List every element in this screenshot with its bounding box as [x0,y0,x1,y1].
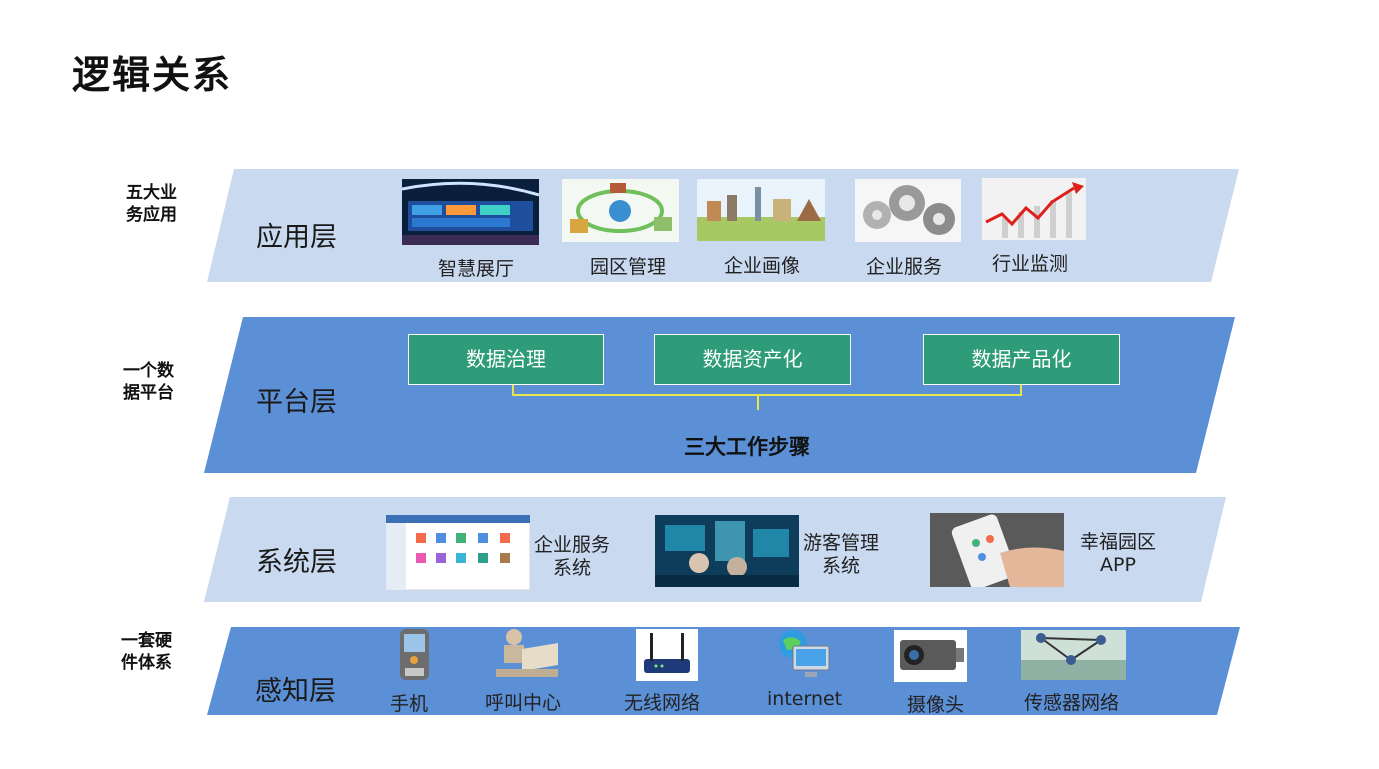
park-management-svg [562,179,679,242]
call-center-svg [496,629,558,677]
internet-svg [779,630,830,677]
smart-hall-svg [402,179,539,245]
mobile-phone-icon [399,628,430,681]
park-management-image [562,179,679,242]
side-label-apps-text: 五大业 务应用 [126,183,177,225]
sense-item-label: 手机 [390,693,429,715]
side-label-apps: 五大业 务应用 [126,182,177,226]
trend-chart-svg [982,178,1086,240]
router-svg [636,629,698,681]
system-item-label: 企业服务 系统 [534,534,611,579]
visitor-system-image [655,515,799,587]
wireless-router-icon [636,629,698,681]
side-label-hardware-text: 一套硬 件体系 [121,631,172,673]
app-item-label: 园区管理 [590,256,667,278]
app-item-label: 行业监测 [992,253,1069,275]
smart-hall-image [402,179,539,245]
app-item-label: 智慧展厅 [438,258,515,280]
app-layer-name: 应用层 [256,222,337,253]
gears-svg [855,179,961,242]
enterprise-profile-svg [697,179,825,241]
step-box: 数据资产化 [654,334,851,385]
system-item-label: 幸福园区 APP [1080,531,1157,576]
sense-item-label: internet [767,688,843,710]
app-item-label: 企业画像 [724,255,801,277]
side-label-hardware: 一套硬 件体系 [121,630,172,674]
sense-item-label: 无线网络 [624,692,701,714]
side-label-platform-text: 一个数 据平台 [123,361,174,403]
system-layer-name: 系统层 [256,547,337,578]
step-box: 数据产品化 [923,334,1120,385]
sense-item-label: 传感器网络 [1024,692,1120,714]
camera-svg [894,630,967,682]
sense-layer-name: 感知层 [255,676,336,707]
platform-layer-name: 平台层 [256,387,337,418]
side-label-platform: 一个数 据平台 [123,360,174,404]
sense-item-label: 呼叫中心 [485,692,562,714]
visitor-svg [655,515,799,587]
industry-monitor-image [982,178,1086,240]
sensor-network-icon [1021,630,1126,680]
sensor-network-svg [1021,630,1126,680]
dashboard-svg [386,515,530,590]
steps-summary: 三大工作步骤 [684,435,810,459]
enterprise-system-screenshot [386,515,530,590]
happy-park-app-image [930,513,1064,587]
enterprise-service-image [855,179,961,242]
call-center-icon [492,625,562,680]
mobile-phone-svg [400,629,429,680]
sense-item-label: 摄像头 [907,694,965,716]
camera-icon [894,630,967,682]
internet-icon [775,628,832,681]
phone-hand-svg [930,513,1064,587]
step-box: 数据治理 [408,334,604,385]
system-item-label: 游客管理 系统 [803,532,880,577]
app-item-label: 企业服务 [866,256,943,278]
enterprise-profile-image [697,179,825,241]
page-title: 逻辑关系 [72,53,233,97]
